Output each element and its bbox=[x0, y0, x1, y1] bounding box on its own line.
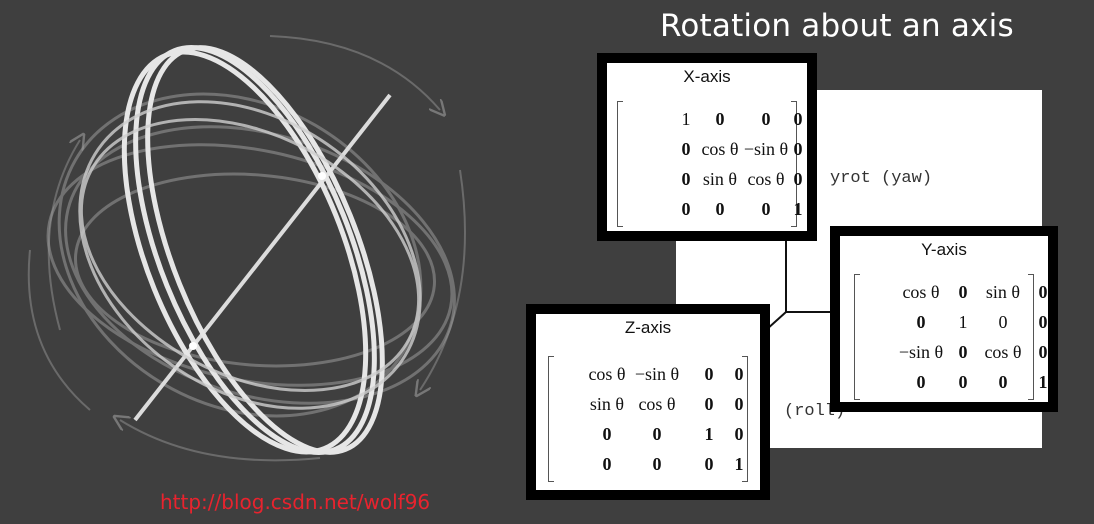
matrix-cell: 0 bbox=[998, 372, 1008, 392]
gimbal-rings-illustration bbox=[27, 35, 466, 462]
matrix-cell: cos θ bbox=[984, 342, 1022, 362]
matrix-cell: −sin θ bbox=[743, 139, 789, 159]
matrix-cell: 0 bbox=[761, 109, 771, 129]
ring-faint bbox=[73, 172, 437, 368]
matrix-cell: sin θ bbox=[985, 282, 1021, 302]
matrix-cell: 0 bbox=[681, 169, 691, 189]
matrix-cell: cos θ bbox=[638, 394, 676, 414]
ring-mid bbox=[78, 100, 422, 410]
matrix-cell: cos θ bbox=[747, 169, 785, 189]
matrix-cell: 1 bbox=[734, 454, 744, 474]
y-axis-matrix-box: Y-axis cos θ 0 sin θ 0 0 1 0 0 −sin θ 0 cos θ 0 0 0 0 1 bbox=[830, 226, 1058, 412]
matrix-cell: 0 bbox=[1038, 342, 1048, 362]
matrix-cell: 0 bbox=[916, 372, 926, 392]
matrix-cell: 1 bbox=[1038, 372, 1048, 392]
rotation-arrow bbox=[27, 249, 91, 411]
matrix-cell: cos θ bbox=[902, 282, 940, 302]
matrix-cell: 0 bbox=[734, 394, 744, 414]
matrix-cell: 1 bbox=[704, 424, 714, 444]
matrix-cell: 1 bbox=[681, 109, 691, 129]
matrix-cell: 0 bbox=[916, 312, 926, 332]
matrix-row: cos θ 0 sin θ 0 bbox=[855, 277, 1047, 307]
matrix-title: Y-axis bbox=[921, 240, 967, 259]
roll-label: (roll) bbox=[784, 402, 846, 421]
yaw-label: yrot (yaw) bbox=[830, 169, 933, 188]
matrix-cell: 1 bbox=[958, 312, 968, 332]
axis-pivot bbox=[189, 342, 197, 350]
matrix-cell: 0 bbox=[793, 139, 803, 159]
matrix-cell: 0 bbox=[681, 139, 691, 159]
matrix-cell: 0 bbox=[715, 199, 725, 219]
ring-faint bbox=[64, 125, 456, 405]
rotation-arrow bbox=[420, 169, 466, 390]
matrix-cell: −sin θ bbox=[634, 364, 680, 384]
rotation-axis-line bbox=[133, 93, 392, 422]
matrix-cell: 0 bbox=[734, 364, 744, 384]
matrix-cell: 0 bbox=[734, 424, 744, 444]
matrix-cell: 0 bbox=[793, 169, 803, 189]
matrix-row: 1 0 0 0 bbox=[618, 104, 803, 134]
matrix-cell: sin θ bbox=[702, 169, 738, 189]
matrix-cell: 0 bbox=[958, 282, 968, 302]
matrix-cell: 0 bbox=[704, 454, 714, 474]
matrix-cell: 0 bbox=[602, 454, 612, 474]
axis-pivot bbox=[318, 172, 326, 180]
slide-title: Rotation about an axis bbox=[660, 8, 1014, 44]
matrix-cell: 0 bbox=[602, 424, 612, 444]
matrix-cell: 0 bbox=[704, 394, 714, 414]
matrix-cell: 0 bbox=[715, 109, 725, 129]
ring-mid bbox=[79, 117, 421, 393]
matrix-cell: 0 bbox=[761, 199, 771, 219]
ring-bright bbox=[121, 49, 369, 455]
matrix-title: X-axis bbox=[683, 67, 731, 86]
matrix-cell: 0 bbox=[1038, 312, 1048, 332]
watermark-url: http://blog.csdn.net/wolf96 bbox=[160, 490, 431, 514]
matrix-row: 0 0 0 1 bbox=[618, 194, 803, 224]
matrix-row: −sin θ 0 cos θ 0 bbox=[855, 337, 1048, 367]
matrix-cell: 0 bbox=[958, 342, 968, 362]
matrix-row: 0 0 0 1 bbox=[855, 367, 1048, 397]
matrix-cell: −sin θ bbox=[898, 342, 944, 362]
matrix-cell: 0 bbox=[793, 109, 803, 129]
rotation-matrix: cos θ 0 sin θ 0 0 1 0 0 −sin θ 0 cos θ 0 0 0 0 1 bbox=[854, 274, 1048, 400]
matrix-cell: cos θ bbox=[701, 139, 739, 159]
matrix-cell: 0 bbox=[704, 364, 714, 384]
matrix-cell: sin θ bbox=[589, 394, 625, 414]
matrix-cell: cos θ bbox=[588, 364, 626, 384]
matrix-cell: 1 bbox=[793, 199, 803, 219]
rotation-arrow bbox=[120, 420, 321, 462]
matrix-cell: 0 bbox=[652, 454, 662, 474]
matrix-cell: 0 bbox=[958, 372, 968, 392]
matrix-row: 0 1 0 0 bbox=[855, 307, 1048, 337]
ring-faint bbox=[57, 92, 423, 418]
rotation-arrow bbox=[269, 35, 440, 110]
matrix-cell: 0 bbox=[998, 312, 1008, 332]
ring-faint bbox=[46, 143, 454, 387]
matrix-cell: 0 bbox=[681, 199, 691, 219]
matrix-cell: 0 bbox=[1038, 282, 1048, 302]
matrix-cell: 0 bbox=[652, 424, 662, 444]
matrix-title: Z-axis bbox=[624, 318, 672, 337]
matrix-row: 0 sin θ cos θ 0 bbox=[618, 164, 803, 194]
